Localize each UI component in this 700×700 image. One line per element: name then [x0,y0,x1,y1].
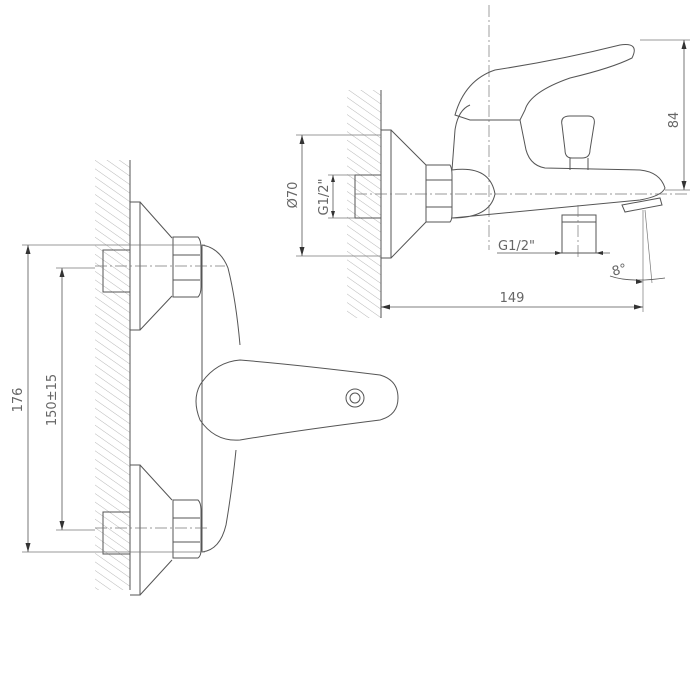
dimension-176: 176 [11,244,205,553]
dim-label-84: 84 [667,112,682,129]
dimension-angle-8: 8° [609,209,666,284]
dim-label-diameter-70: Ø70 [286,182,301,209]
spout [451,104,666,219]
lever-cap [345,388,365,408]
wall-hatch-side [347,90,381,318]
dim-label-176: 176 [11,388,26,413]
dimension-diameter-70: Ø70 [286,134,381,257]
lever-handle-front [195,359,399,441]
aerator [621,197,663,213]
lower-eccentric-connector [95,464,210,596]
upper-eccentric-connector [95,201,225,331]
front-view: 176 150±15 [11,160,399,596]
mixer-body-front [201,244,241,553]
side-nut [425,164,453,223]
dimension-150: 150±15 [45,267,95,531]
dimension-g12-outlet: G1/2" [497,239,610,255]
dim-label-g12-outlet: G1/2" [498,239,535,254]
dim-label-150: 150±15 [45,374,60,426]
diverter-knob [561,115,595,170]
dimension-149: 149 [381,210,644,312]
dim-label-g12-inlet: G1/2" [317,179,332,216]
lever-handle-side [454,44,635,121]
dimension-84: 84 [640,39,690,191]
dim-label-149: 149 [500,291,525,306]
wall-hatch-front [95,160,130,590]
side-view: 84 Ø70 G1/2" G1/2" [286,5,690,318]
dim-label-angle-8: 8° [610,261,628,279]
outlet-thread [561,214,597,254]
dimension-g12-inlet: G1/2" [317,174,355,219]
